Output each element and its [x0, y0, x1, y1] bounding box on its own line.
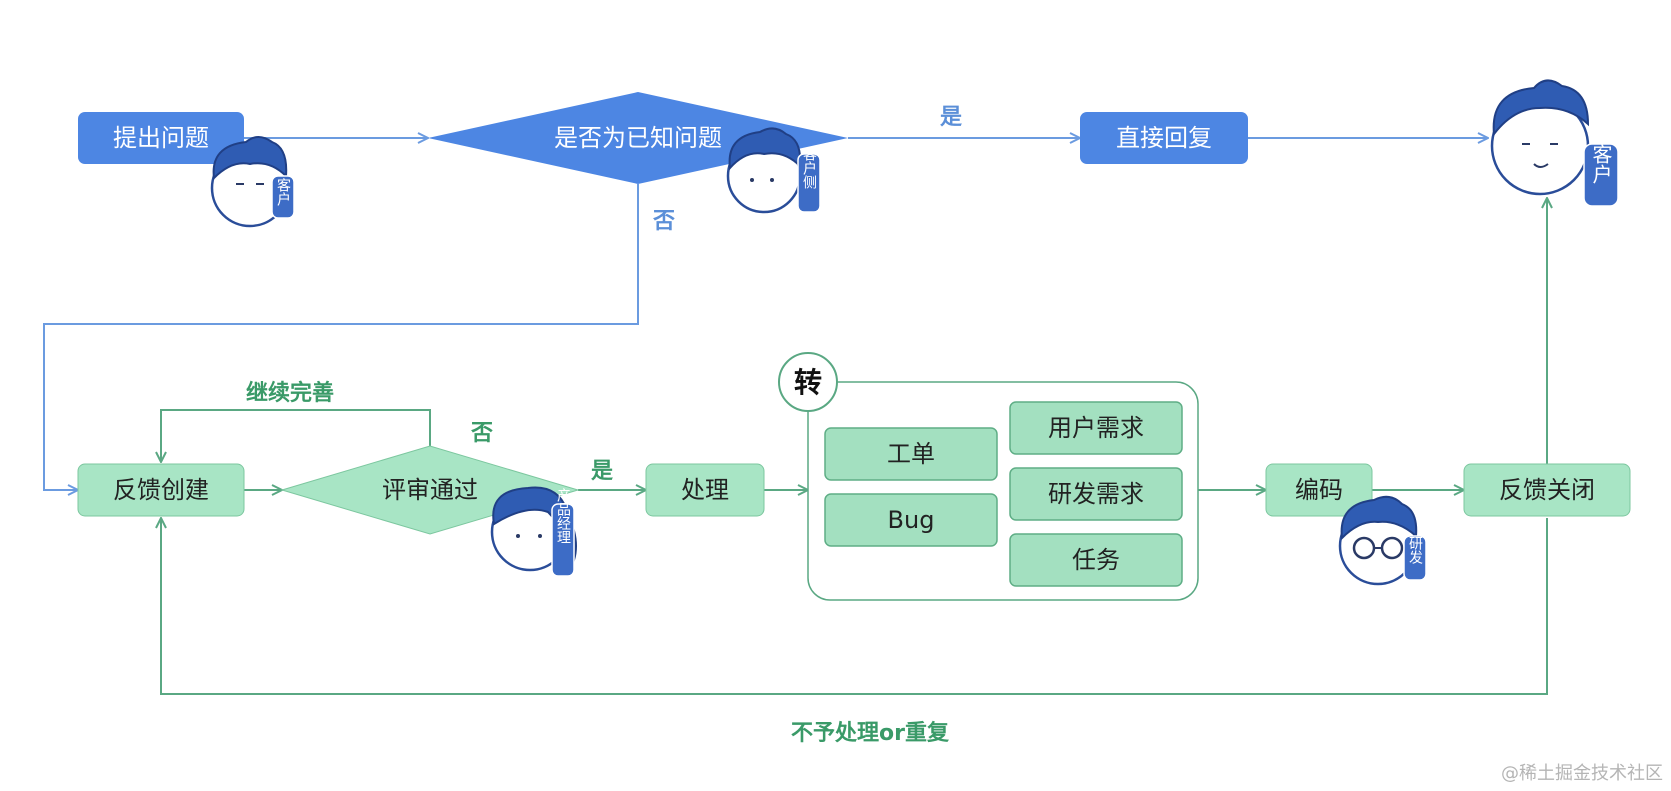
node-close: 反馈关闭 [1463, 463, 1631, 517]
node-reply: 直接回复 [1080, 112, 1248, 164]
edge-review-continue [161, 409, 431, 462]
label-known-yes: 是 [940, 105, 962, 130]
role-customer-small: 客户 [275, 177, 291, 207]
label-reject: 不予处理or重复 [791, 720, 950, 746]
type-task: 任务 [1072, 546, 1120, 574]
node-review-label: 评审通过 [382, 476, 478, 504]
label-continue: 继续完善 [246, 380, 334, 406]
edge-reject [161, 518, 1548, 695]
connectors [43, 138, 1548, 695]
type-bug: Bug [888, 506, 935, 534]
node-coding-label: 编码 [1295, 476, 1343, 504]
node-process: 处理 [645, 463, 765, 517]
convert-group: 转 工单 Bug 用户需求 研发需求 任务 [778, 352, 1199, 601]
convert-label: 转 [794, 366, 822, 399]
node-raise-label: 提出问题 [113, 124, 209, 152]
role-dev: 研发 [1407, 536, 1423, 564]
label-known-no: 否 [652, 209, 675, 234]
avatar-developer: 研发 [1338, 495, 1427, 586]
role-pm: 产品经理 [555, 488, 571, 544]
node-coding: 编码 [1265, 463, 1373, 517]
node-create: 反馈创建 [77, 463, 245, 517]
node-known-label: 是否为已知问题 [554, 124, 722, 152]
watermark: @稀土掘金技术社区 [1501, 763, 1663, 784]
type-dev-req: 研发需求 [1048, 480, 1144, 508]
node-reply-label: 直接回复 [1116, 124, 1212, 152]
node-close-label: 反馈关闭 [1499, 476, 1595, 504]
node-raise: 提出问题 [78, 112, 244, 164]
label-review-no: 否 [470, 421, 493, 446]
avatar-customer-side: 客户侧 [726, 127, 821, 214]
role-customer-side: 客户侧 [801, 146, 817, 189]
avatar-product-manager: 产品经理 [490, 486, 577, 577]
type-ticket: 工单 [887, 440, 935, 468]
role-customer-big: 客户 [1589, 144, 1613, 184]
node-create-label: 反馈创建 [113, 476, 209, 504]
convert-badge [778, 352, 838, 412]
edge-known-no [43, 184, 639, 490]
avatar-customer-big: 客户 [1490, 79, 1619, 207]
label-review-yes: 是 [591, 459, 613, 484]
avatar-customer-small: 客户 [210, 136, 295, 228]
type-user-req: 用户需求 [1048, 414, 1144, 442]
node-process-label: 处理 [681, 476, 729, 504]
